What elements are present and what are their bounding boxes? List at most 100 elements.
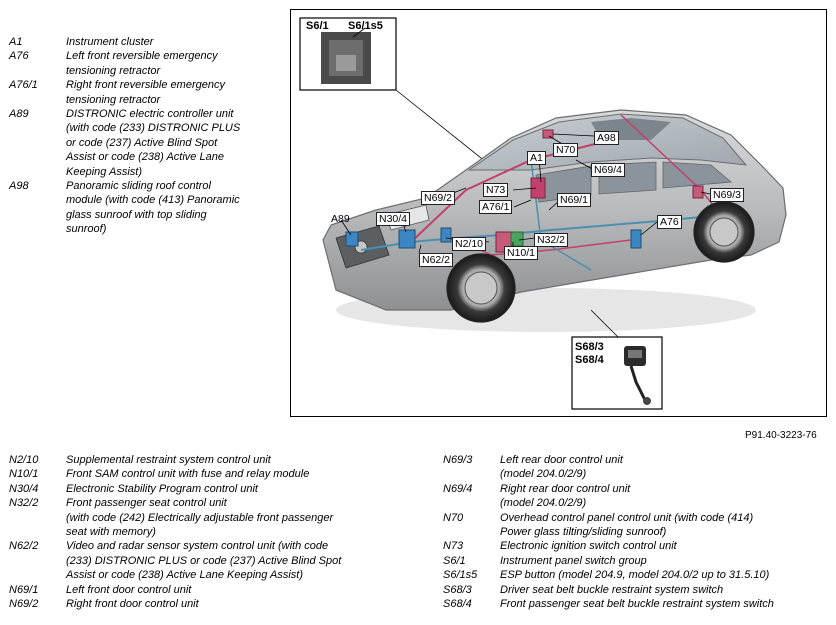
callout-a1: A1 [527, 151, 546, 165]
inset-label-s6-1: S6/1 [306, 20, 329, 32]
legend-description-line: Left front door control unit [66, 583, 192, 596]
legend-row: S68/4 Front passenger seat belt buckle re… [443, 597, 833, 611]
legend-row: N62/2 Video and radar sensor system contr… [9, 539, 419, 582]
legend-description-line: Assist or code (238) Active Lane [66, 151, 224, 164]
legend-row: S6/1s5 ESP button (model 204.9, model 204… [443, 568, 833, 582]
legend-description-line: (with code (242) Electrically adjustable… [66, 511, 334, 524]
legend-description-line: Electronic ignition switch control unit [500, 540, 677, 553]
legend-description-line: Assist or code (238) Active Lane Keeping… [66, 569, 304, 582]
legend-description-line: Instrument panel switch group [500, 554, 647, 567]
callout-n70: N70 [553, 143, 579, 157]
legend-code: N69/3 [443, 454, 473, 466]
legend-description-line: Front passenger seat control unit [66, 497, 227, 510]
legend-description: Right rear door control unit(model 204.0… [500, 482, 630, 511]
legend-code: N69/4 [443, 482, 473, 495]
legend-description-line: or code (237) Active Blind Spot [66, 136, 218, 149]
legend-code: A89 [9, 108, 29, 121]
legend-description-line: Instrument cluster [66, 36, 154, 48]
figure-frame: S6/1 S6/1s5 S68/3 S68/4 A98 N70 A1 N69/4… [290, 9, 827, 417]
legend-description-line: Overhead control panel control unit (wit… [500, 511, 754, 524]
legend-description-line: Driver seat belt buckle restraint system… [500, 583, 724, 596]
legend-description: Supplemental restraint system control un… [66, 453, 271, 467]
legend-description-line: Video and radar sensor system control un… [66, 540, 329, 553]
legend-code: S6/1 [443, 554, 466, 567]
legend-row: N73 Electronic ignition switch control un… [443, 539, 833, 553]
legend-code: S68/3 [443, 583, 472, 596]
legend-row: S68/3 Driver seat belt buckle restraint s… [443, 583, 833, 597]
legend-row: S6/1 Instrument panel switch group [443, 554, 833, 568]
legend-bottom-left: N2/10 Supplemental restraint system contr… [9, 453, 419, 611]
callout-n30-4: N30/4 [376, 212, 411, 226]
legend-row: N69/2 Right front door control unit [9, 597, 419, 611]
legend-description-line: Supplemental restraint system control un… [66, 454, 271, 466]
legend-code: N70 [443, 511, 464, 524]
legend-description-line: sunroof) [66, 223, 107, 236]
legend-description: Driver seat belt buckle restraint system… [500, 583, 723, 597]
legend-row: N70 Overhead control panel control unit (… [443, 511, 833, 540]
legend-description-line: DISTRONIC electric controller unit [66, 108, 234, 121]
callout-n69-4: N69/4 [591, 163, 626, 177]
legend-description: Overhead control panel control unit (wit… [500, 511, 753, 540]
legend-row: N69/4 Right rear door control unit(model … [443, 482, 833, 511]
car-illustration [299, 17, 787, 410]
legend-description-line: Front passenger seat belt buckle restrai… [500, 598, 774, 611]
legend-row: N32/2 Front passenger seat control unit(w… [9, 496, 419, 539]
legend-description: Front passenger seat control unit(with c… [66, 496, 333, 539]
legend-description: ESP button (model 204.9, model 204.0/2 u… [500, 568, 769, 582]
callout-a76: A76 [657, 215, 682, 229]
legend-code: S6/1s5 [443, 569, 478, 582]
legend-description: Instrument panel switch group [500, 554, 647, 568]
legend-code: N32/2 [9, 497, 39, 510]
callout-n10-1: N10/1 [504, 246, 539, 260]
legend-code: N10/1 [9, 468, 39, 481]
inset-label-s68-4: S68/4 [575, 354, 604, 366]
legend-description: Right front door control unit [66, 597, 199, 611]
legend-code: A76/1 [9, 79, 38, 92]
legend-description: Left front door control unit [66, 583, 191, 597]
legend-row: N10/1 Front SAM control unit with fuse an… [9, 467, 419, 481]
legend-description-line: Front SAM control unit with fuse and rel… [66, 468, 310, 481]
legend-description-line: Keeping Assist) [66, 165, 143, 178]
legend-code: N69/1 [9, 583, 39, 596]
legend-code: A98 [9, 180, 29, 193]
legend-code: A76 [9, 50, 29, 63]
legend-description: DISTRONIC electric controller unit(with … [66, 107, 240, 179]
legend-code: N30/4 [9, 482, 39, 495]
legend-code: N2/10 [9, 454, 39, 466]
reference-code: P91.40-3223-76 [745, 430, 817, 441]
callout-n69-1: N69/1 [557, 193, 592, 207]
legend-code: A1 [9, 36, 23, 48]
legend-description-line: Power glass tilting/sliding sunroof) [500, 526, 667, 539]
legend-description: Left rear door control unit(model 204.0/… [500, 453, 623, 482]
legend-row: A89 DISTRONIC electric controller unit(wi… [9, 107, 274, 179]
legend-description: Front SAM control unit with fuse and rel… [66, 467, 309, 481]
legend-row: N69/3 Left rear door control unit(model 2… [443, 453, 833, 482]
legend-code: S68/4 [443, 598, 472, 611]
callout-a98: A98 [594, 131, 619, 145]
callout-a76-1: A76/1 [479, 200, 513, 214]
legend-description-line: (model 204.0/2/9) [500, 468, 587, 481]
legend-row: N2/10 Supplemental restraint system contr… [9, 453, 419, 467]
callout-a89: A89 [331, 213, 350, 225]
legend-description-line: Panoramic sliding roof control [66, 180, 211, 193]
legend-description-line: (233) DISTRONIC PLUS or code (237) Activ… [66, 554, 342, 567]
legend-bottom-right: N69/3 Left rear door control unit(model 2… [443, 453, 833, 611]
inset-label-s68-3: S68/3 [575, 341, 604, 353]
legend-code: N69/2 [9, 598, 39, 611]
legend-code: N62/2 [9, 540, 39, 553]
legend-description-line: seat with memory) [66, 526, 156, 539]
legend-description-line: Right rear door control unit [500, 482, 631, 495]
legend-description-line: Left front reversible emergency [66, 50, 218, 63]
legend-code: N73 [443, 540, 464, 553]
legend-row: N69/1 Left front door control unit [9, 583, 419, 597]
legend-description: Instrument cluster [66, 35, 153, 49]
legend-description: Video and radar sensor system control un… [66, 539, 341, 582]
